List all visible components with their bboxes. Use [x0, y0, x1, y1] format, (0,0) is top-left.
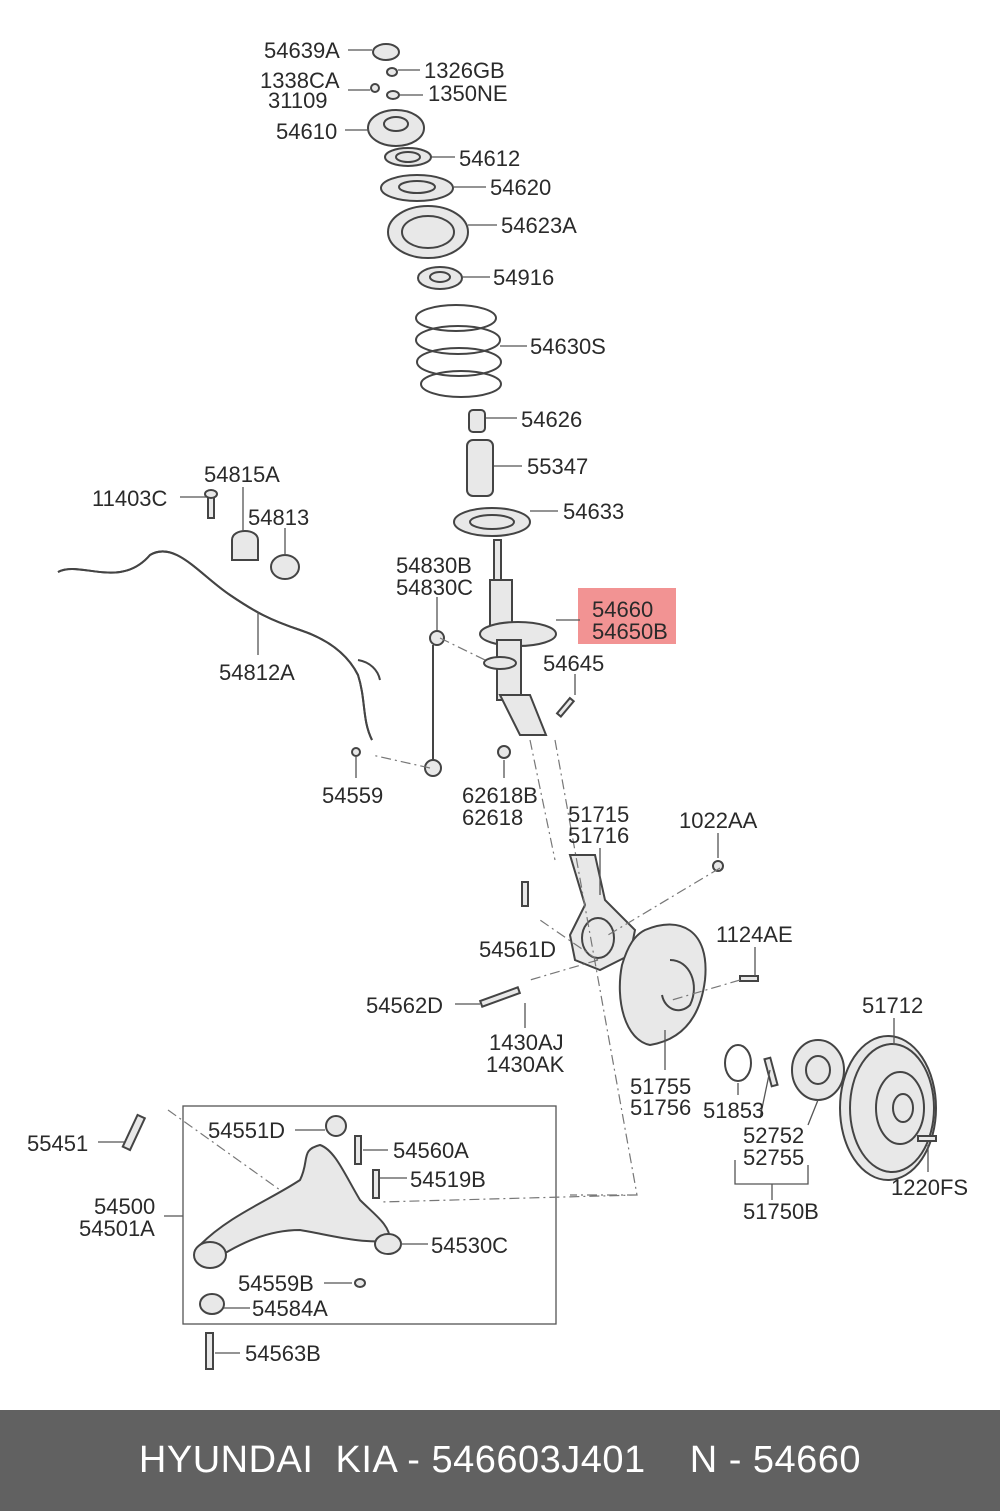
label-54562D[interactable]: 54562D	[366, 993, 443, 1018]
label-54559B[interactable]: 54559B	[238, 1271, 314, 1296]
label-1350NE[interactable]: 1350NE	[428, 81, 508, 106]
coil-spring	[415, 304, 502, 398]
label-55347[interactable]: 55347	[527, 454, 588, 479]
label-1430AJ[interactable]: 1430AJ	[489, 1030, 564, 1055]
label-54612[interactable]: 54612	[459, 146, 520, 171]
label-54620[interactable]: 54620	[490, 175, 551, 200]
label-54830B[interactable]: 54830B	[396, 553, 472, 578]
stabilizer-link	[351, 630, 576, 777]
label-54500[interactable]: 54500	[94, 1194, 155, 1219]
label-55451[interactable]: 55451	[27, 1131, 88, 1156]
label-54519B[interactable]: 54519B	[410, 1167, 486, 1192]
dust-cover	[466, 439, 494, 497]
footer-reference: N - 54660	[689, 1439, 862, 1481]
label-51715[interactable]: 51715	[568, 802, 629, 827]
label-11403C[interactable]: 11403C	[92, 486, 168, 511]
label-54645[interactable]: 54645	[543, 651, 604, 676]
spring-seat	[453, 507, 531, 537]
label-1430AK[interactable]: 1430AK	[486, 1052, 565, 1077]
brake-disc	[839, 1035, 937, 1181]
label-54626[interactable]: 54626	[521, 407, 582, 432]
label-54563B[interactable]: 54563B	[245, 1341, 321, 1366]
stabilizer-bracket	[231, 530, 259, 561]
label-51712[interactable]: 51712	[862, 993, 923, 1018]
lower-arm-box	[182, 1105, 557, 1325]
label-54610[interactable]: 54610	[276, 119, 337, 144]
label-54650B[interactable]: 54650B	[592, 619, 668, 644]
label-51750B[interactable]: 51750B	[743, 1199, 819, 1224]
label-54501A[interactable]: 54501A	[79, 1216, 155, 1241]
label-31109[interactable]: 31109	[268, 88, 328, 113]
label-54639A[interactable]: 54639A	[264, 38, 340, 63]
footer-brand-part-number: HYUNDAI KIA - 546603J401	[138, 1439, 646, 1481]
stabilizer-bushing	[270, 554, 300, 580]
label-54559[interactable]: 54559	[322, 783, 383, 808]
label-51853[interactable]: 51853	[703, 1098, 764, 1123]
label-54813[interactable]: 54813	[248, 505, 309, 530]
label-54916[interactable]: 54916	[493, 265, 554, 290]
label-1326GB[interactable]: 1326GB	[424, 58, 505, 83]
label-1338CA[interactable]: 1338CA	[260, 68, 340, 93]
label-1220FS[interactable]: 1220FS	[891, 1175, 968, 1200]
label-1124AE[interactable]: 1124AE	[716, 922, 793, 947]
label-54551D[interactable]: 54551D	[208, 1118, 285, 1143]
label-54561D[interactable]: 54561D	[479, 937, 556, 962]
highlight-box	[578, 588, 676, 644]
label-54623A[interactable]: 54623A	[501, 213, 577, 238]
parts-diagram: 54639A 1326GB 1338CA 31109 1350NE 54610 …	[27, 38, 968, 1370]
part-labels: 54639A 1326GB 1338CA 31109 1350NE 54610 …	[27, 38, 968, 1366]
label-51756[interactable]: 51756	[630, 1095, 691, 1120]
bump-stop	[468, 409, 486, 433]
top-mount-group	[367, 43, 469, 290]
connector-lines	[167, 637, 741, 1203]
label-54560A[interactable]: 54560A	[393, 1138, 469, 1163]
dust-shield	[618, 923, 707, 1047]
label-62618B[interactable]: 62618B	[462, 783, 538, 808]
part-number-footer: HYUNDAI KIA - 546603J401 N - 54660	[0, 1410, 1000, 1511]
label-62618[interactable]: 62618	[462, 805, 523, 830]
label-54815A[interactable]: 54815A	[204, 462, 280, 487]
label-54630S[interactable]: 54630S	[530, 334, 606, 359]
stabilizer-bar	[57, 550, 373, 741]
wheel-hub	[791, 1039, 845, 1101]
label-52752[interactable]: 52752	[743, 1123, 804, 1148]
label-54660[interactable]: 54660	[592, 597, 653, 622]
label-54633[interactable]: 54633	[563, 499, 624, 524]
snap-ring	[724, 1044, 752, 1082]
label-51716[interactable]: 51716	[568, 823, 629, 848]
leader-lines	[98, 49, 929, 1354]
strut-body	[479, 539, 557, 736]
label-54812A[interactable]: 54812A	[219, 660, 295, 685]
label-52755[interactable]: 52755	[743, 1145, 804, 1170]
footer-text: HYUNDAI KIA - 546603J401 N - 54660	[139, 1439, 861, 1482]
label-51755[interactable]: 51755	[630, 1074, 691, 1099]
label-54584A[interactable]: 54584A	[252, 1296, 328, 1321]
label-1022AA[interactable]: 1022AA	[679, 808, 758, 833]
label-54830C[interactable]: 54830C	[396, 575, 473, 600]
label-54530C[interactable]: 54530C	[431, 1233, 508, 1258]
